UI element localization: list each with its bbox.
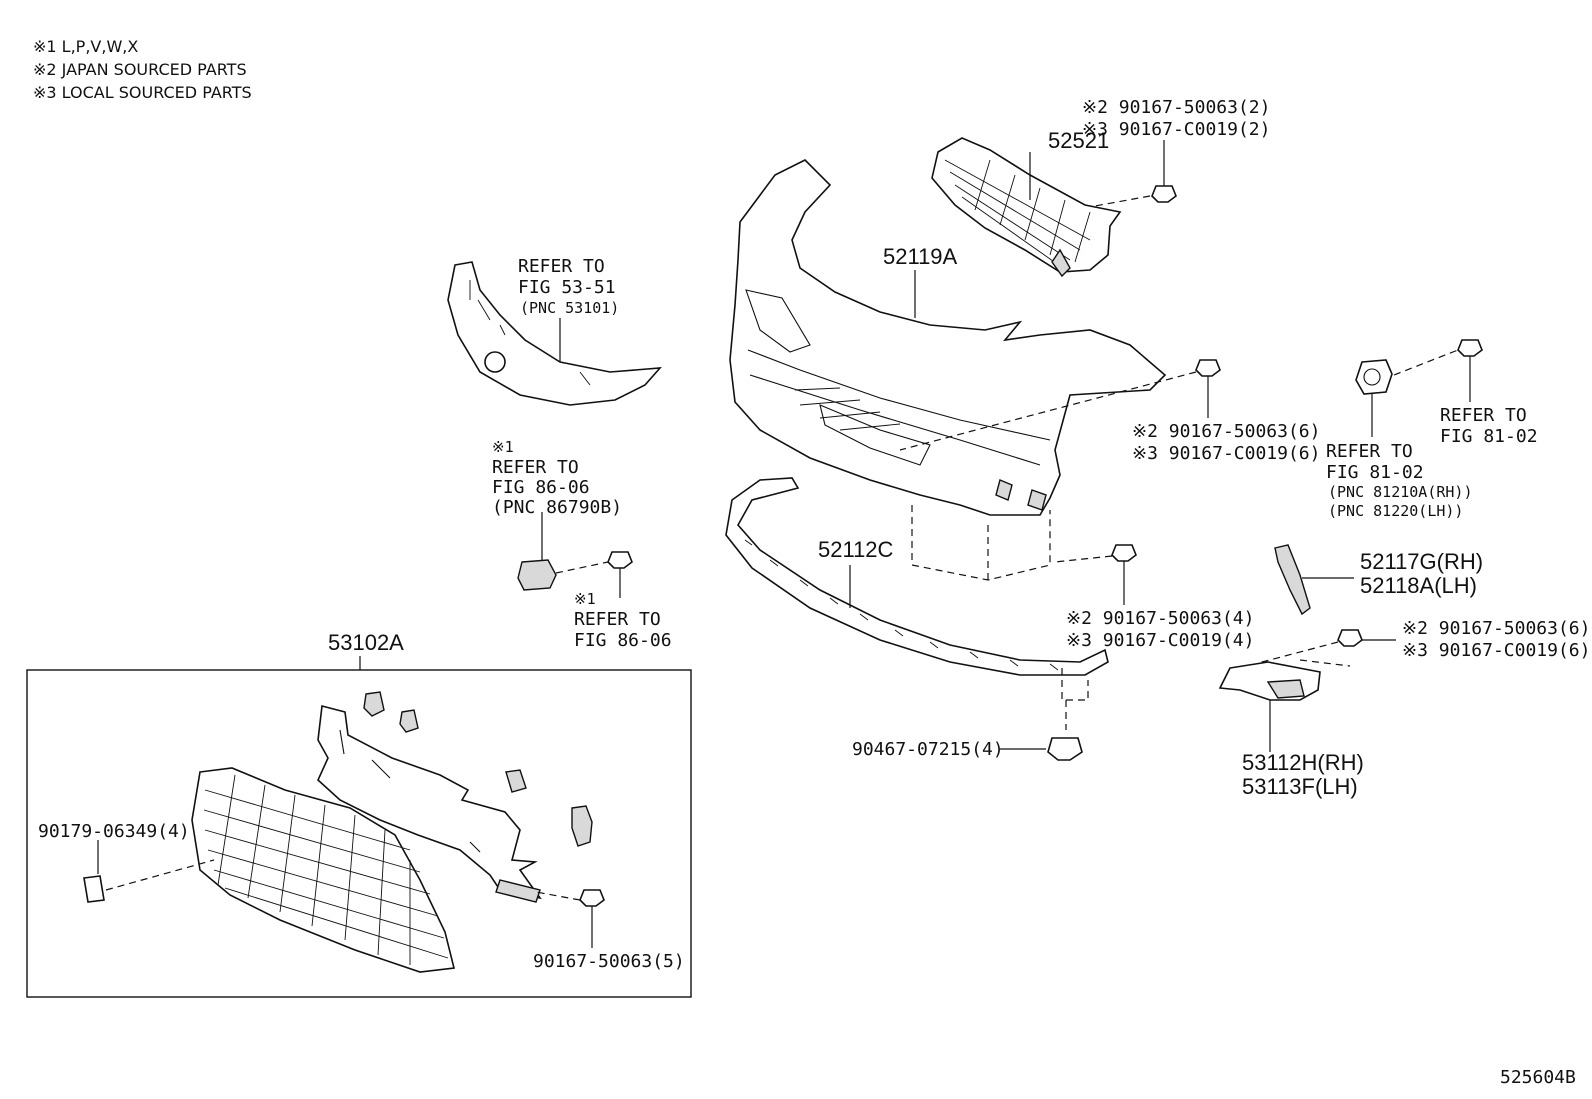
label-52117G: 52117G(RH) [1360,549,1483,574]
label-clip-90467: 90467-07215(4) [852,739,1004,760]
label-ref-8606a-note: ※1 [492,438,514,456]
label-52112C: 52112C [818,537,894,562]
part-52521-retainer: 52521 [931,128,1122,278]
label-bolt-mid-b: ※3 90167-C0019(6) [1132,443,1320,464]
label-ref-8102b-a: REFER TO [1326,441,1413,462]
label-ref-8102a-b: FIG 81-02 [1440,426,1538,447]
label-52118A: 52118A(LH) [1360,573,1477,598]
part-53102A-grille-assembly: 53102A 90179-06349(4) 90167-50063(5) [26,630,692,998]
grille-assembly-frame [26,669,692,998]
label-bolt-top-b: ※3 90167-C0019(2) [1082,119,1270,140]
bolt-mid: ※2 90167-50063(6) ※3 90167-C0019(6) [899,359,1320,464]
label-52521: 52521 [1048,128,1109,153]
label-screw-90167-5: 90167-50063(5) [533,951,685,972]
label-bolt-low-a: ※2 90167-50063(4) [1066,608,1254,629]
part-camera-86790B: ※1 REFER TO FIG 86-06 (PNC 86790B) ※1 RE… [492,438,672,651]
legend-line-1: ※1 L,P,V,W,X [33,37,138,56]
label-ref-8102a-a: REFER TO [1440,405,1527,426]
label-ref-8102b-b: FIG 81-02 [1326,462,1424,483]
bolt-top: ※2 90167-50063(2) ※3 90167-C0019(2) [1082,97,1270,207]
label-ref-8606a-a: REFER TO [492,457,579,478]
label-ref-8606b-note: ※1 [574,590,596,608]
part-lower-trim-53101: REFER TO FIG 53-51 (PNC 53101) [447,256,662,406]
legend: ※1 L,P,V,W,X ※2 JAPAN SOURCED PARTS ※3 L… [33,37,252,102]
label-ref-8102b-c: (PNC 81210A(RH)) [1328,483,1473,501]
label-bolt-rt-a: ※2 90167-50063(6) [1402,618,1590,639]
label-53112H: 53112H(RH) [1242,750,1364,775]
legend-line-3: ※3 LOCAL SOURCED PARTS [33,83,252,102]
label-ref-8606a-b: FIG 86-06 [492,477,590,498]
label-bolt-rt-b: ※3 90167-C0019(6) [1402,640,1590,661]
label-ref-8102b-d: (PNC 81220(LH)) [1328,502,1463,520]
label-bolt-top-a: ※2 90167-50063(2) [1082,97,1270,118]
label-52119A: 52119A [883,244,958,269]
label-ref-8606b-a: REFER TO [574,609,661,630]
part-52112C-spoiler: 52112C [725,477,1109,676]
label-ref-8606b-b: FIG 86-06 [574,630,672,651]
drop-lines [911,505,1051,581]
sensor-hole [484,351,506,373]
label-bolt-low-b: ※3 90167-C0019(4) [1066,630,1254,651]
label-nut-90179: 90179-06349(4) [38,821,190,842]
label-ref-5351-a: REFER TO [518,256,605,277]
bolt-low: ※2 90167-50063(4) ※3 90167-C0019(4) [1054,544,1254,651]
part-52117G-reflector: 52117G(RH) 52118A(LH) [1274,544,1483,616]
label-ref-8606a-c: (PNC 86790B) [492,497,622,518]
clip-90467: 90467-07215(4) [852,668,1089,761]
label-bolt-mid-a: ※2 90167-50063(6) [1132,421,1320,442]
part-fog-lamp-81210A: REFER TO FIG 81-02 REFER TO FIG 81-02 (P… [1326,339,1538,520]
label-ref-5351-c: (PNC 53101) [520,299,619,317]
legend-line-2: ※2 JAPAN SOURCED PARTS [33,60,247,79]
label-53102A: 53102A [328,630,404,655]
part-53112H-bezel: ※2 90167-50063(6) ※3 90167-C0019(6) 5311… [1218,618,1590,799]
label-53113F: 53113F(LH) [1242,774,1358,799]
drawing-number: 525604B [1500,1067,1576,1088]
label-ref-5351-b: FIG 53-51 [518,277,616,298]
